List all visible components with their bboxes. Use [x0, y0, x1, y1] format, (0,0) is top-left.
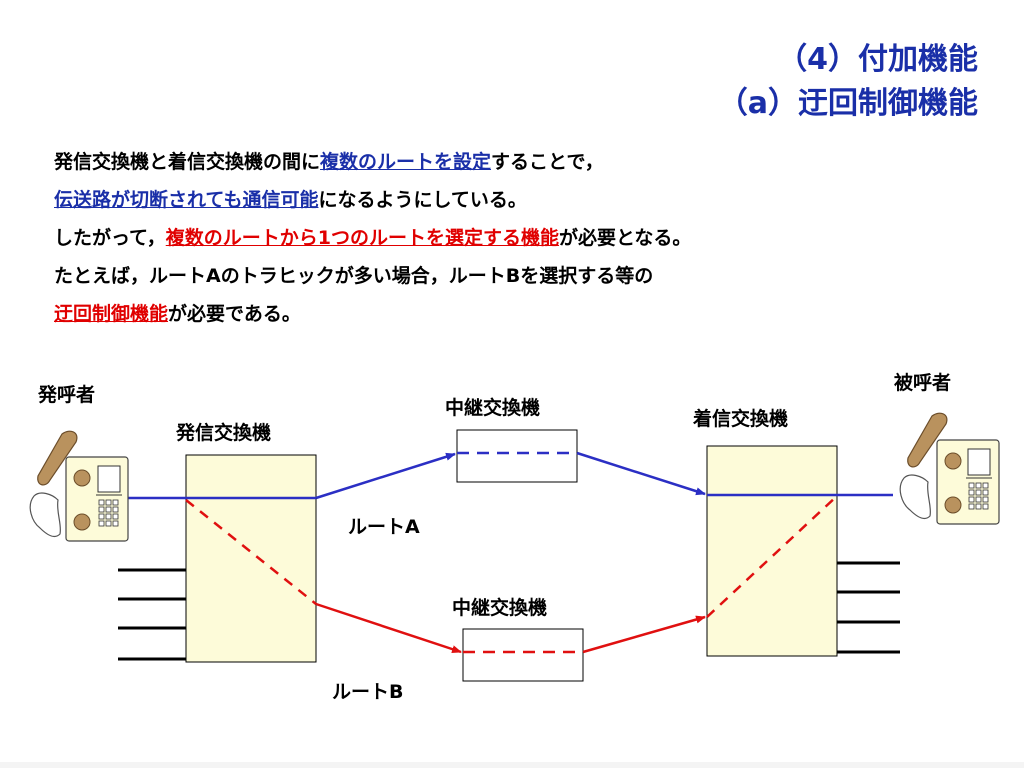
- route-a-path: [127, 451, 893, 500]
- highlight-route-selection: 複数のルートから1つのルートを選定する機能: [165, 227, 559, 249]
- body-text-segment: が必要である。: [168, 303, 301, 325]
- origin-exchange-box: [185, 454, 317, 663]
- highlight-multiple-routes: 複数のルートを設定: [320, 151, 492, 173]
- body-line-3: したがって，複数のルートから1つのルートを選定する機能が必要となる。: [54, 219, 691, 257]
- route-a-label: ルートA: [348, 516, 420, 538]
- relay-exchange-b-label: 中継交換機: [452, 597, 548, 619]
- body-line-1: 発信交換機と着信交換機の間に複数のルートを設定することで，: [54, 143, 691, 181]
- route-b-path: [185, 495, 838, 654]
- route-b-label: ルートB: [332, 681, 404, 703]
- body-text-segment: 発信交換機と着信交換機の間に: [54, 151, 321, 173]
- body-text-segment: したがって，: [54, 227, 166, 249]
- origin-trunk-lines: [118, 568, 186, 661]
- relay-exchange-b-box: [462, 628, 584, 682]
- body-text-segment: が必要となる。: [558, 227, 692, 249]
- slide-title: （4）付加機能 （a）迂回制御機能: [718, 38, 978, 126]
- body-line-5: 迂回制御機能が必要である。: [54, 295, 691, 333]
- highlight-communication-possible: 伝送路が切断されても通信可能: [54, 189, 319, 211]
- callee-label: 被呼者: [894, 372, 952, 394]
- body-text: 発信交換機と着信交換機の間に複数のルートを設定することで， 伝送路が切断されても…: [54, 143, 691, 333]
- destination-exchange-box: [706, 445, 838, 657]
- callee-telephone-icon: [899, 412, 1000, 525]
- body-line-2: 伝送路が切断されても通信可能になるようにしている。: [54, 181, 691, 219]
- body-text-segment: することで，: [491, 151, 604, 173]
- title-line-1: （4）付加機能: [777, 42, 978, 77]
- highlight-alternate-routing: 迂回制御機能: [54, 303, 169, 325]
- relay-exchange-a-box: [456, 429, 578, 483]
- destination-trunk-lines: [837, 561, 900, 654]
- relay-exchange-a-label: 中継交換機: [445, 397, 541, 419]
- body-line-4: たとえば，ルートAのトラヒックが多い場合，ルートBを選択する等の: [54, 265, 654, 287]
- footer-divider: [0, 762, 1024, 768]
- destination-exchange-label: 着信交換機: [693, 408, 789, 430]
- title-line-2: （a）迂回制御機能: [717, 86, 978, 121]
- origin-exchange-label: 発信交換機: [176, 422, 272, 444]
- caller-label: 発呼者: [38, 384, 96, 406]
- caller-telephone-icon: [29, 430, 129, 542]
- body-text-segment: になるようにしている。: [318, 189, 527, 211]
